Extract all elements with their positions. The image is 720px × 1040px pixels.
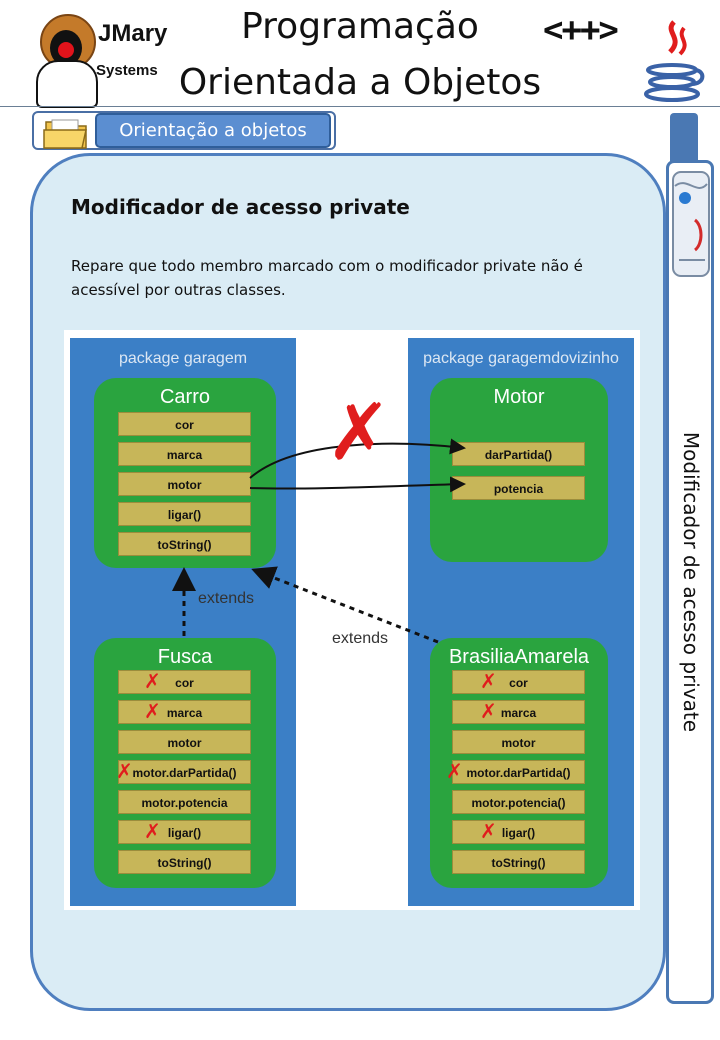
- class-diagram: package garagem package garagemdovizinho…: [64, 330, 640, 910]
- slide-heading: Modificador de acesso private: [71, 195, 410, 219]
- class-name: Fusca: [157, 646, 213, 668]
- member-potencia: potencia: [452, 476, 585, 500]
- cross-icon: ✗: [116, 759, 133, 783]
- member-motor-potencia: motor.potencia(): [452, 790, 585, 814]
- extends-arrow-brasilia: [251, 566, 439, 644]
- member-marca: marca: [452, 700, 585, 724]
- member-motor-darpartida: motor.darPartida(): [118, 760, 251, 784]
- brand-name: JMary: [98, 20, 168, 47]
- cross-icon: ✗: [446, 759, 463, 783]
- member-motor: motor: [452, 730, 585, 754]
- member-tostring: toString(): [118, 850, 251, 874]
- member-cor: cor: [118, 670, 251, 694]
- cross-icon: ✗: [480, 819, 497, 843]
- access-arrow-potencia: [249, 476, 466, 493]
- sidebar-panel: [666, 160, 714, 1004]
- class-name: Motor: [493, 386, 545, 408]
- member-ligar: ligar(): [118, 820, 251, 844]
- java-cup-icon: [644, 20, 705, 102]
- denied-cross-icon: ✗: [326, 388, 392, 478]
- class-name: Carro: [159, 386, 210, 408]
- page-title-line-1: Programação: [241, 6, 479, 47]
- package-label: package garagem: [118, 350, 248, 367]
- member-tostring: toString(): [452, 850, 585, 874]
- member-marca: marca: [118, 700, 251, 724]
- mascot-body-icon: [36, 60, 98, 108]
- section-tab: Orientação a objetos: [32, 111, 336, 150]
- access-arrow-darpartida: [249, 438, 466, 479]
- cross-icon: ✗: [144, 819, 161, 843]
- class-name: BrasiliaAmarela: [448, 646, 590, 668]
- page-title-line-2: Orientada a Objetos: [178, 62, 542, 103]
- relationship-arrows: [172, 438, 466, 644]
- class-motor: Motor: [430, 378, 608, 562]
- header-divider: [0, 106, 720, 107]
- cross-icon: ✗: [144, 669, 161, 693]
- folder-icon: [43, 119, 87, 149]
- cross-icon: ✗: [144, 699, 161, 723]
- member-cor: cor: [118, 412, 251, 436]
- cross-icon: ✗: [480, 699, 497, 723]
- extends-label: extends: [332, 630, 389, 647]
- brand-subtitle: Systems: [96, 62, 158, 79]
- sidebar-label: Modificador de acesso private: [679, 431, 703, 733]
- jmary-logo: JMary Systems: [34, 8, 168, 108]
- sidebar-cap: [670, 113, 698, 163]
- member-motor: motor: [118, 472, 251, 496]
- section-title-button[interactable]: Orientação a objetos: [95, 113, 331, 148]
- member-motor-darpartida: motor.darPartida(): [452, 760, 585, 784]
- member-darpartida: darPartida(): [452, 442, 585, 466]
- member-tostring: toString(): [118, 532, 251, 556]
- member-motor-potencia: motor.potencia: [118, 790, 251, 814]
- member-ligar: ligar(): [118, 502, 251, 526]
- mascot-nose-icon: [58, 42, 74, 58]
- package-label: package garagemdovizinho: [423, 350, 619, 367]
- member-cor: cor: [452, 670, 585, 694]
- member-marca: marca: [118, 442, 251, 466]
- member-ligar: ligar(): [452, 820, 585, 844]
- slide-text: Repare que todo membro marcado com o mod…: [71, 257, 583, 299]
- member-motor: motor: [118, 730, 251, 754]
- extends-label: extends: [198, 590, 255, 607]
- document-scroll-icon: [672, 171, 710, 277]
- cpp-logo-icon: <++>: [543, 10, 619, 50]
- cross-icon: ✗: [480, 669, 497, 693]
